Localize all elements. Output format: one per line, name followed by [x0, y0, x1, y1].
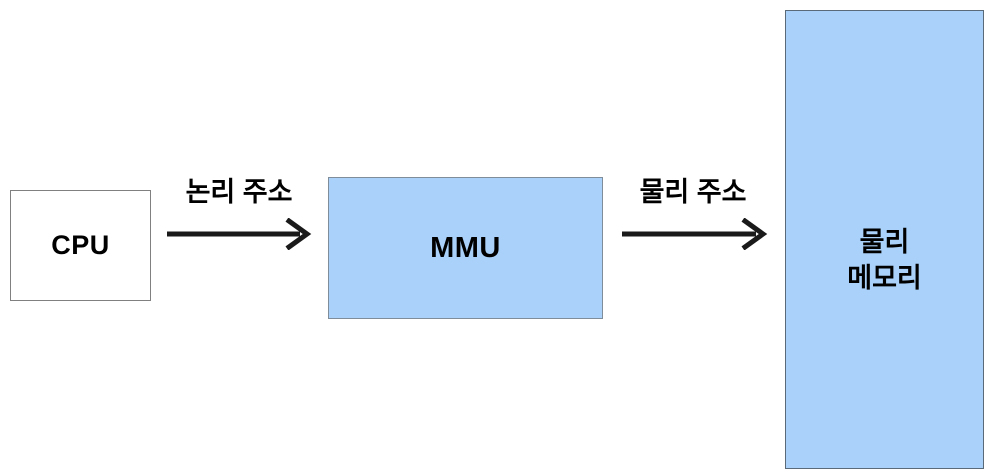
edge-physical-address: 물리 주소: [617, 170, 769, 250]
edge-physical-address-label: 물리 주소: [639, 177, 747, 207]
arrow-right-icon: [167, 218, 312, 250]
physical-memory-node: 물리 메모리: [785, 10, 984, 469]
physical-memory-label-line-1: 물리: [859, 227, 910, 257]
physical-memory-node-label: 물리 메모리: [786, 225, 983, 296]
physical-memory-label-line-2: 메모리: [847, 262, 922, 293]
mmu-node-label: MMU: [430, 231, 501, 264]
mmu-node: MMU: [328, 177, 603, 319]
cpu-node: CPU: [10, 190, 151, 301]
edge-logical-address: 논리 주소: [165, 170, 313, 250]
cpu-node-label: CPU: [51, 230, 110, 260]
edge-logical-address-label: 논리 주소: [185, 177, 293, 207]
arrow-right-icon: [622, 218, 768, 250]
